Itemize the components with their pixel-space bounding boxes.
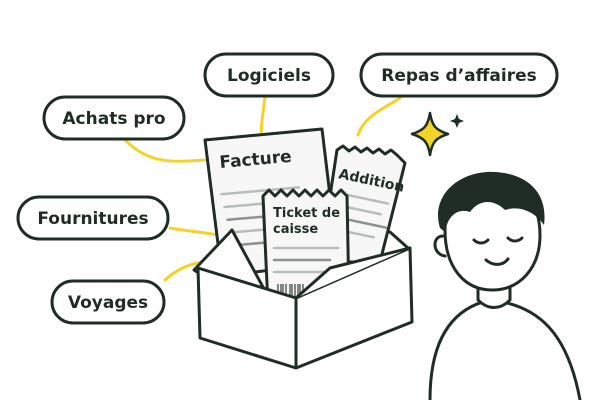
label-fournitures: Fournitures	[16, 195, 170, 241]
person-eye-right	[506, 236, 524, 243]
label-repas-affaires-text: Repas d’affaires	[381, 66, 537, 86]
person-smile	[484, 257, 510, 266]
label-logiciels: Logiciels	[203, 52, 335, 98]
person-illustration	[428, 171, 582, 400]
ticket-title-line2: caisse	[273, 222, 318, 237]
connector-achats-pro	[123, 138, 207, 163]
label-voyages: Voyages	[50, 279, 166, 325]
label-logiciels-text: Logiciels	[227, 66, 311, 86]
box-front	[192, 228, 414, 370]
person-hair	[438, 171, 545, 232]
person-ear	[433, 234, 447, 258]
label-achats-pro-text: Achats pro	[62, 109, 165, 129]
person-eye-left	[472, 238, 490, 245]
label-fournitures-text: Fournitures	[37, 209, 148, 229]
label-voyages-text: Voyages	[68, 293, 148, 313]
sparkle-icon	[410, 111, 464, 157]
connector-repas	[356, 96, 402, 137]
ticket-title-line1: Ticket de	[273, 206, 340, 221]
label-repas-affaires: Repas d’affaires	[359, 52, 559, 98]
label-achats-pro: Achats pro	[42, 95, 186, 141]
person-body	[428, 298, 582, 400]
